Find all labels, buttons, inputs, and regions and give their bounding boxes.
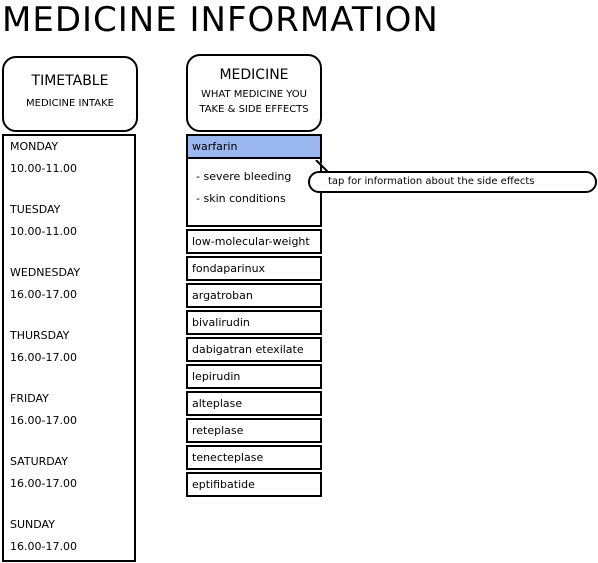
day-time: 10.00-11.00 xyxy=(10,225,77,238)
day-entry-wednesday: WEDNESDAY 16.00-17.00 xyxy=(10,265,80,303)
medicine-item-warfarin[interactable]: warfarin xyxy=(186,134,322,159)
day-name: FRIDAY xyxy=(10,392,49,405)
timetable-header: TIMETABLE MEDICINE INTAKE xyxy=(2,56,138,132)
day-time: 10.00-11.00 xyxy=(10,162,77,175)
medicine-item[interactable]: alteplase xyxy=(186,391,322,416)
side-effects-panel: - severe bleeding - skin conditions xyxy=(186,159,322,227)
day-name: SUNDAY xyxy=(10,518,55,531)
timetable-title: TIMETABLE xyxy=(31,73,109,89)
day-time: 16.00-17.00 xyxy=(10,288,77,301)
day-name: WEDNESDAY xyxy=(10,266,81,279)
medicine-item[interactable]: lepirudin xyxy=(186,364,322,389)
side-effect-item: - severe bleeding xyxy=(196,170,292,183)
medicine-item[interactable]: dabigatran etexilate xyxy=(186,337,322,362)
side-effect-item: - skin conditions xyxy=(196,192,286,205)
medicine-item[interactable]: eptifibatide xyxy=(186,472,322,497)
day-entry-sunday: SUNDAY 16.00-17.00 xyxy=(10,517,77,555)
medicine-header: MEDICINE WHAT MEDICINE YOU TAKE & SIDE E… xyxy=(186,54,322,132)
day-name: THURSDAY xyxy=(10,329,70,342)
day-name: MONDAY xyxy=(10,140,59,153)
day-name: SATURDAY xyxy=(10,455,68,468)
side-effects-tooltip: tap for information about the side effec… xyxy=(308,171,597,193)
day-time: 16.00-17.00 xyxy=(10,351,77,364)
day-entry-thursday: THURSDAY 16.00-17.00 xyxy=(10,328,77,366)
medicine-item[interactable]: low-molecular-weight xyxy=(186,229,322,254)
medicine-title: MEDICINE xyxy=(219,67,289,83)
medicine-item[interactable]: argatroban xyxy=(186,283,322,308)
medicine-item[interactable]: fondaparinux xyxy=(186,256,322,281)
day-time: 16.00-17.00 xyxy=(10,540,77,553)
day-time: 16.00-17.00 xyxy=(10,477,77,490)
day-entry-tuesday: TUESDAY 10.00-11.00 xyxy=(10,202,77,240)
day-entry-monday: MONDAY 10.00-11.00 xyxy=(10,139,77,177)
day-entry-friday: FRIDAY 16.00-17.00 xyxy=(10,391,77,429)
day-entry-saturday: SATURDAY 16.00-17.00 xyxy=(10,454,77,492)
medicine-item[interactable]: tenecteplase xyxy=(186,445,322,470)
medicine-item[interactable]: reteplase xyxy=(186,418,322,443)
page-title: MEDICINE INFORMATION xyxy=(2,0,439,40)
day-name: TUESDAY xyxy=(10,203,61,216)
day-time: 16.00-17.00 xyxy=(10,414,77,427)
timetable-subtitle: MEDICINE INTAKE xyxy=(26,98,114,109)
timetable-panel: MONDAY 10.00-11.00 TUESDAY 10.00-11.00 W… xyxy=(2,134,136,562)
medicine-item[interactable]: bivalirudin xyxy=(186,310,322,335)
medicine-subtitle: WHAT MEDICINE YOU TAKE & SIDE EFFECTS xyxy=(199,89,309,115)
